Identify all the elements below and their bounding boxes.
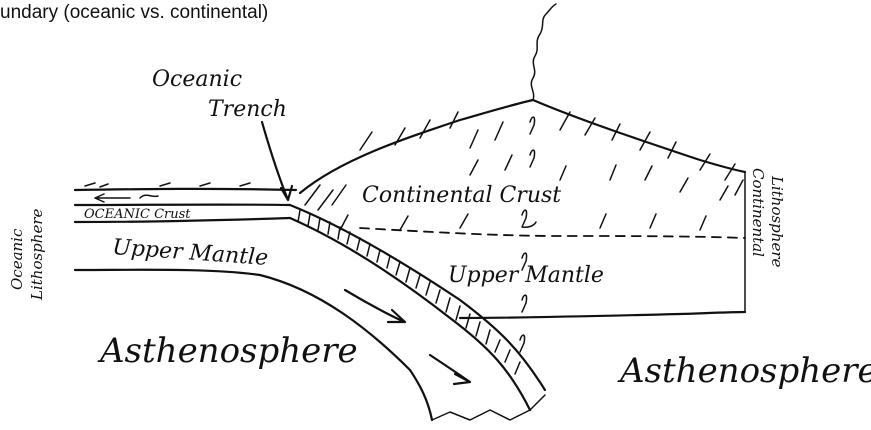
upper-mantle-left-label: Upper Mantle xyxy=(112,235,269,271)
slab-crust-bottom xyxy=(290,218,530,410)
moho-boundary xyxy=(360,228,745,238)
oceanic-trench-label-line1: Oceanic xyxy=(152,67,242,92)
upper-mantle-right-label: Upper Mantle xyxy=(448,263,604,288)
ocean-flow-arrow xyxy=(95,194,158,202)
continental-crust-hatching xyxy=(305,112,743,230)
continental-lithosphere-label-line2: Lithosphere xyxy=(768,175,786,267)
continental-lithosphere-base xyxy=(460,312,745,318)
continental-lithosphere-label-line1: Continental xyxy=(749,168,767,257)
volcano-plume xyxy=(531,4,556,100)
oceanic-trench-label-line2: Trench xyxy=(208,97,287,122)
ocean-surface-line xyxy=(75,189,296,190)
oceanic-lithosphere-label-line2: Lithosphere xyxy=(28,209,46,301)
oceanic-crust-label: OCEANIC Crust xyxy=(84,207,191,222)
oceanic-lithosphere-label-line1: Oceanic xyxy=(8,228,26,290)
continental-crust-label: Continental Crust xyxy=(362,183,561,208)
trench-pointer-arrow xyxy=(262,122,292,200)
asthenosphere-left-label: Asthenosphere xyxy=(97,331,358,371)
subduction-arrow-2 xyxy=(430,355,470,384)
continental-crust-outline xyxy=(300,100,745,193)
asthenosphere-right-label: Asthenosphere xyxy=(617,351,871,391)
ocean-waves xyxy=(85,183,250,187)
subduction-arrow-1 xyxy=(345,290,405,322)
diagram-caption: undary (oceanic vs. continental) xyxy=(0,2,268,23)
